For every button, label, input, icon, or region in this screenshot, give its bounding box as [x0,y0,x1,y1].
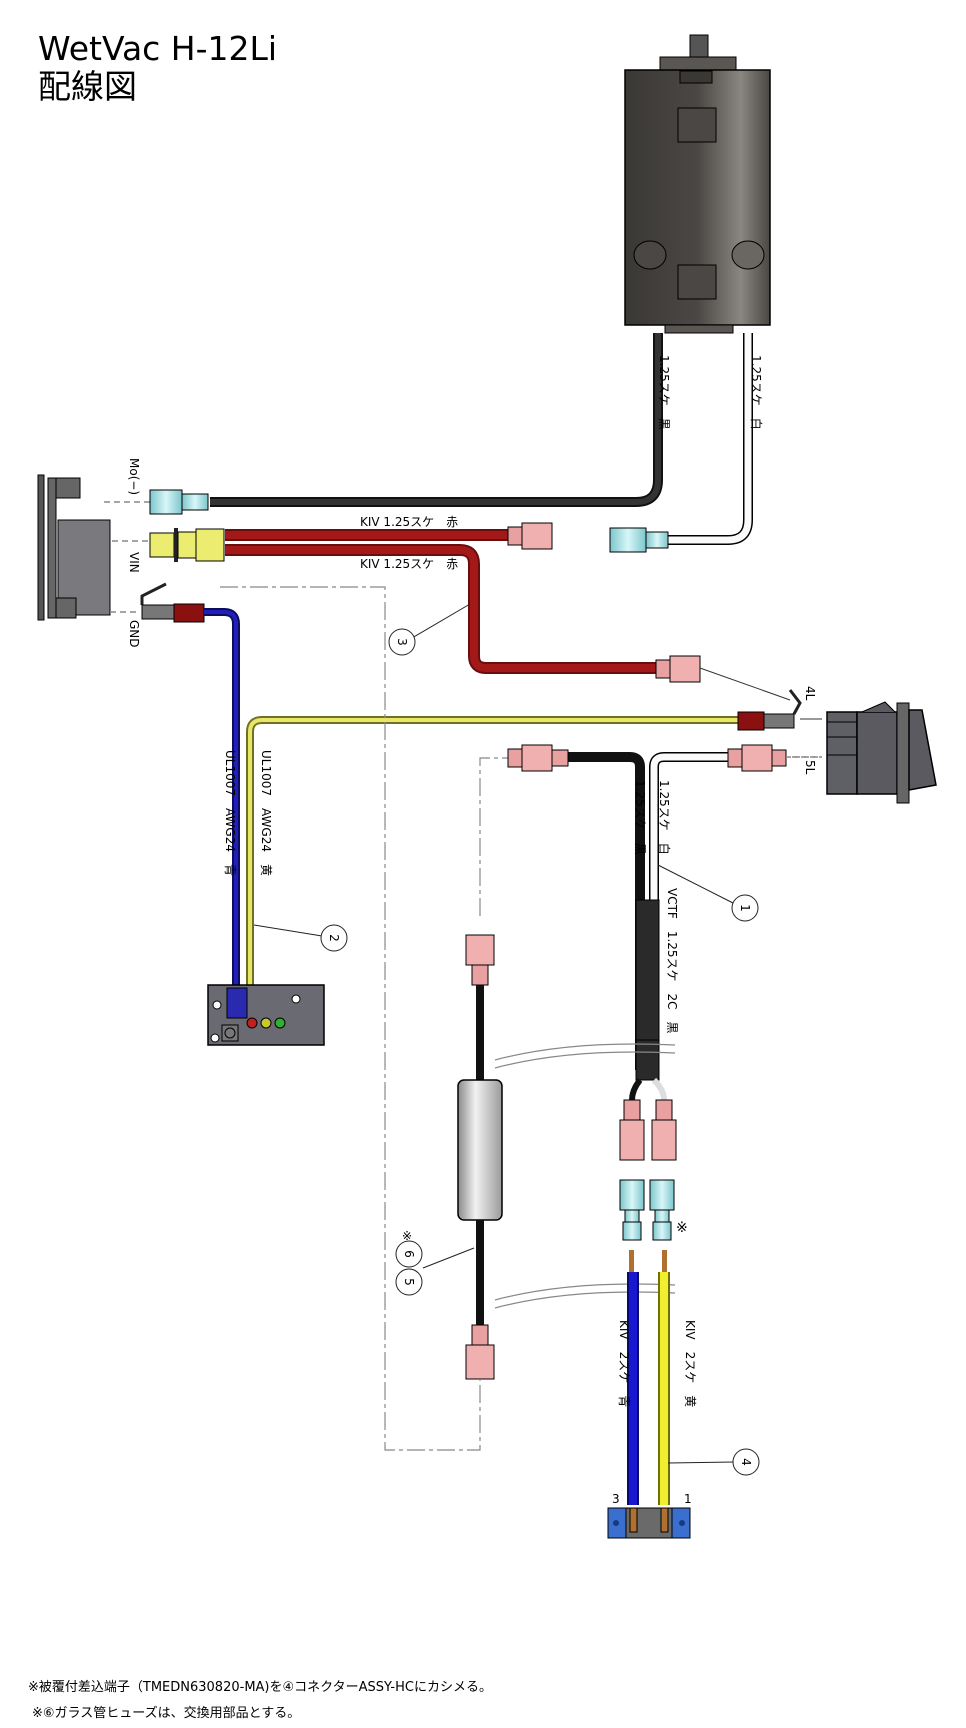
motor-wire-black [210,333,663,507]
pin-label-mo: Mo(−) [127,458,141,495]
battery-pin-1: 1 [684,1492,692,1506]
terminal-pink-vctf-pair [619,1099,677,1161]
pin-label-gnd: GND [127,620,141,648]
motor [624,34,771,334]
terminal-pink-vctf-black [507,744,569,772]
svg-text:5: 5 [402,1278,416,1286]
rocker-switch [826,701,937,804]
fuse-holder-top [465,934,495,986]
red-wire-lower-label: KIV 1.25スケ 赤 [360,557,458,571]
vctf-jacket-label: VCTF 1.25スケ 2C 黒 [665,888,679,1034]
terminal-cyan-pair [619,1179,675,1241]
battery-yellow-label: KIV 2スケ 黄 [683,1320,697,1407]
callout-4: 4 [667,1448,760,1476]
svg-text:1: 1 [738,904,752,912]
callout-1: 1 [657,864,759,922]
terminal-yellow-vin [149,528,225,562]
terminal-4l [737,689,802,731]
svg-text:3: 3 [395,638,409,646]
vctf-wire-black [565,752,645,1070]
title-subtitle: 配線図 [38,67,137,106]
motor-white-wire-label: 1.25スケ 白 [749,355,764,430]
glass-fuse [457,1079,503,1221]
blue-wire-label: UL1007 AWG24 青 [223,750,237,876]
callout-3: 3 [388,603,471,656]
led-board [207,984,325,1046]
svg-text:※: ※ [402,1229,412,1243]
pin-label-vin: VIN [127,552,141,573]
dashed-link-fuse [479,757,520,920]
fuse-holder-bottom [465,1324,495,1380]
vctf-black-label: 1.25スケ 黒 [633,780,647,855]
svg-text:6: 6 [402,1250,416,1258]
led-red [246,1017,258,1029]
switch-pin-5l: 5L [803,760,817,775]
vctf-jacket [635,899,660,1041]
note-crimp-terminal: ※被覆付差込端子（TMEDN630820-MA)を④コネクターASSY-HCにカ… [28,1680,492,1695]
red-wire-upper-label: KIV 1.25スケ 赤 [360,515,458,529]
callout-5-6: 6 5 ※ [395,1229,475,1296]
diagram-title: WetVac H-12Li 配線図 [38,30,277,106]
mark-cyan-terminal: ※ [676,1220,688,1236]
callout-2: 2 [253,924,348,952]
terminal-gnd [140,582,205,623]
controller [37,474,111,621]
dashed-link-gnd [220,586,481,1451]
terminal-pink-red-lower [655,655,701,683]
terminal-pink-vctf-white [727,744,787,772]
title-model: WetVac H-12Li [38,29,278,68]
motor-black-wire-label: 1.25スケ 黒 [657,355,671,430]
yellow-wire-label: UL1007 AWG24 黄 [259,750,273,876]
terminal-cyan-mo [149,489,209,515]
terminal-cyan-motor-white [609,527,669,553]
vctf-white-label: 1.25スケ 白 [657,780,672,855]
led-yellow [260,1017,272,1029]
terminal-pink-red-upper [507,522,553,550]
note-glass-fuse: ※⑥ガラス管ヒューズは、交換用部品とする。 [32,1706,301,1721]
battery-pin-3: 3 [612,1492,620,1506]
motor-wire-white [660,333,753,545]
battery-connector [607,1507,691,1539]
svg-text:2: 2 [327,934,341,942]
svg-text:4: 4 [739,1458,753,1466]
led-green [274,1017,286,1029]
switch-pin-4l: 4L [803,686,817,701]
battery-blue-label: KIV 2スケ 青 [617,1320,631,1407]
